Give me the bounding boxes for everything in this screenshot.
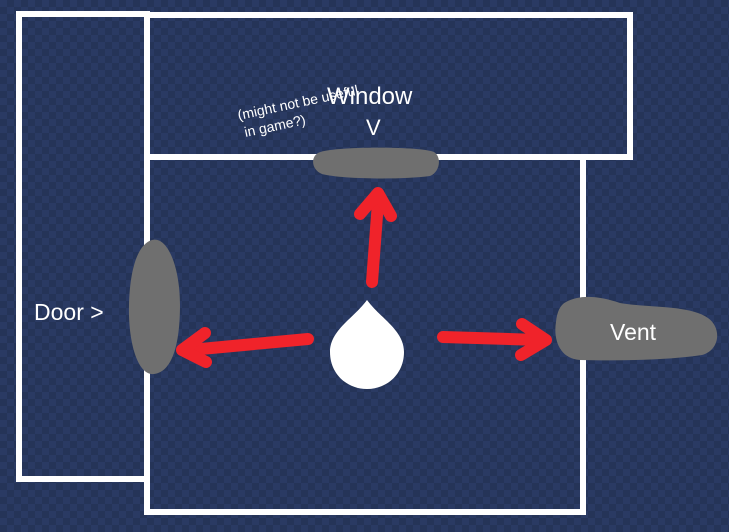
player-droplet-icon [330,300,404,389]
openings [128,147,718,375]
left-corridor-wall [16,11,150,482]
movement-arrows [176,187,552,368]
window-note: (might not be useful in game?) [236,82,360,140]
door-label: Door > [34,299,104,325]
window-label: Window [327,83,413,110]
arrow-right [437,318,552,361]
window-opening [313,147,439,179]
window-arrow-label: V [366,115,381,140]
door-opening [128,239,180,375]
arrow-left [176,327,314,368]
arrow-up [354,187,397,288]
vent-opening [555,296,718,361]
vent-label: Vent [610,319,657,345]
